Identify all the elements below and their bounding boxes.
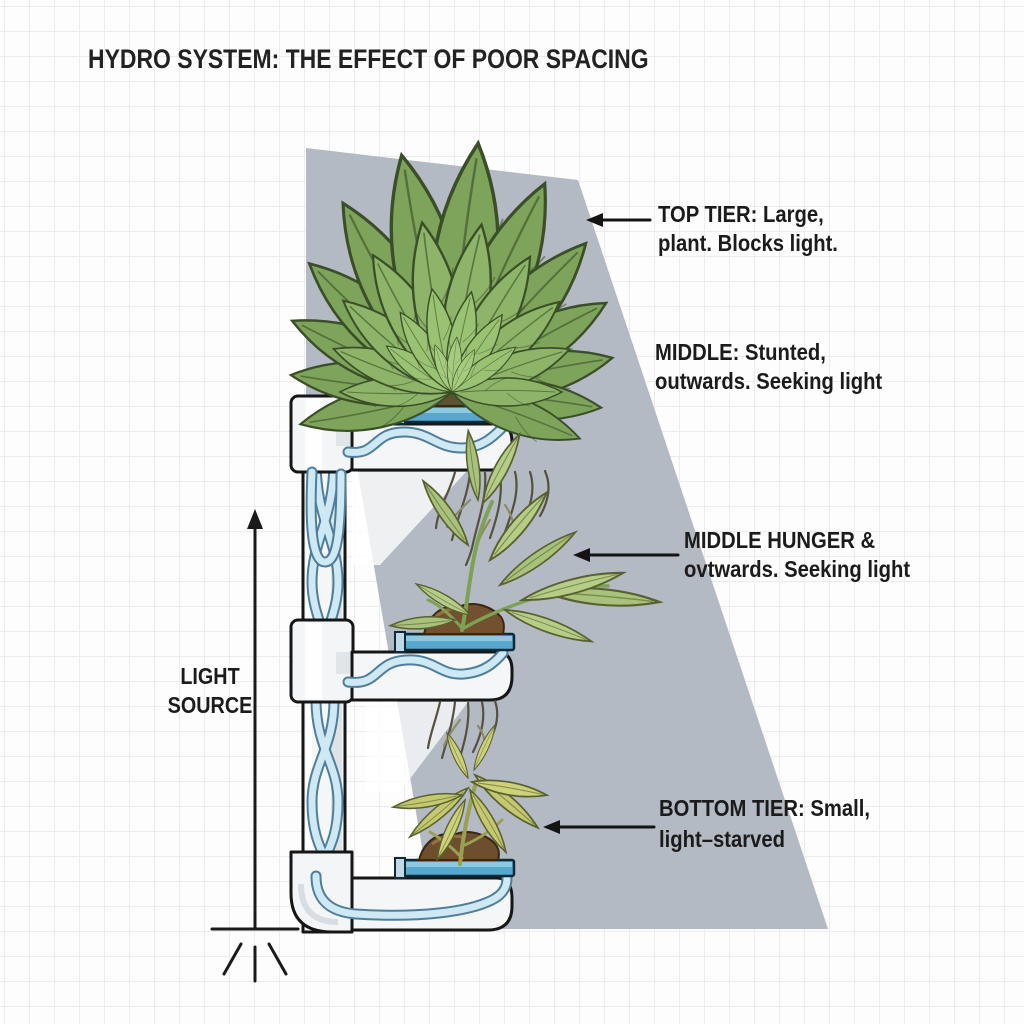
page-title: HYDRO SYSTEM: THE EFFECT OF POOR SPACING	[88, 44, 649, 74]
middle-plant	[388, 428, 663, 649]
middle-hunger-label: MIDDLE HUNGER & ovtwards. Seeking light	[684, 526, 910, 584]
middle-fitting	[289, 618, 355, 704]
light-source-label-line1: LIGHT	[180, 663, 240, 689]
middle-label-line1: MIDDLE: Stunted,	[655, 339, 826, 365]
bottom-tier-label: BOTTOM TIER: Small, light–starved	[659, 793, 870, 855]
arm-tubes	[305, 422, 513, 921]
middle-label-line2: outwards. Seeking light	[655, 368, 883, 394]
middle-hunger-label-line2: ovtwards. Seeking light	[684, 556, 911, 582]
bottom-plant	[390, 722, 550, 866]
top-tier-label-line1: TOP TIER: Large,	[658, 201, 824, 227]
light-source-symbol	[210, 509, 300, 983]
light-source-label-line2: SOURCE	[167, 692, 253, 718]
top-tier-label-line2: plant. Blocks light.	[658, 230, 838, 256]
bottom-tray	[394, 857, 516, 879]
bottom-tier-label-line1: BOTTOM TIER: Small,	[659, 795, 871, 821]
bottom-tier-arrow-icon	[543, 820, 656, 834]
middle-hunger-arrow-icon	[573, 548, 680, 562]
bottom-tier-label-line2: light–starved	[659, 826, 785, 852]
top-tier-label: TOP TIER: Large, plant. Blocks light.	[658, 200, 838, 258]
middle-label: MIDDLE: Stunted, outwards. Seeking light	[655, 338, 882, 396]
middle-tray	[394, 631, 516, 653]
annotation-arrows	[543, 213, 680, 834]
top-tier-arrow-icon	[586, 213, 652, 227]
top-plant	[281, 138, 619, 457]
light-rays-icon	[222, 942, 288, 983]
middle-hunger-label-line1: MIDDLE HUNGER &	[684, 527, 876, 553]
up-arrowhead-icon	[247, 509, 263, 529]
light-source-label: LIGHT SOURCE	[150, 662, 270, 720]
